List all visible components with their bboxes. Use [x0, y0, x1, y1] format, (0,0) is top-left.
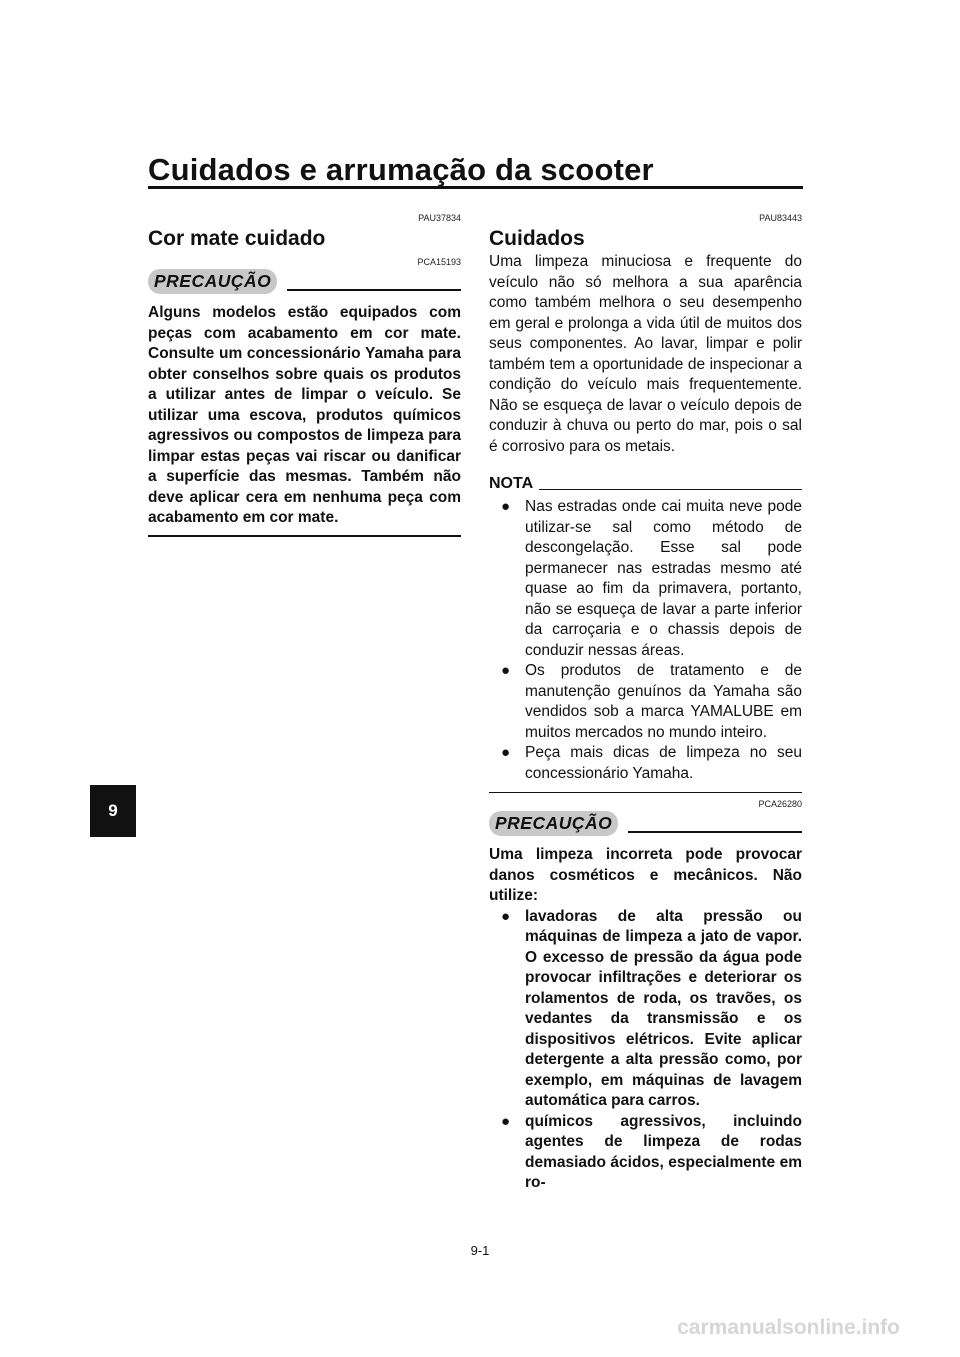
nota-header: NOTA	[489, 475, 802, 493]
section-code: PAU83443	[759, 213, 802, 223]
nota-end-rule	[489, 792, 802, 793]
section-code: PAU37834	[418, 213, 461, 223]
nota-label: NOTA	[489, 475, 534, 492]
bullet-icon: ●	[501, 1112, 511, 1130]
caution-end-rule	[148, 534, 461, 537]
watermark: carmanualsonline.info	[677, 1316, 900, 1339]
bullet-icon: ●	[501, 744, 511, 761]
nota-list: ●Nas estradas onde cai muita neve pode u…	[489, 497, 802, 784]
right-column: PAU83443 Cuidados Uma limpeza minuciosa …	[489, 213, 802, 1194]
list-item: ●Os produtos de tratamento e de manutenç…	[501, 662, 802, 741]
caution-label: PRECAUÇÃO	[489, 811, 619, 836]
caution-code: PCA26280	[758, 799, 802, 809]
page-number: 9-1	[470, 1243, 490, 1258]
caution-intro: Uma limpeza incorreta pode provocar dano…	[489, 846, 802, 904]
caution-code: PCA15193	[417, 257, 461, 267]
caution-header: PRECAUÇÃO	[148, 269, 461, 294]
caution-text: Alguns modelos estão equipados com peças…	[148, 304, 461, 526]
caution-list: ●lavadoras de alta pressão ou máquinas d…	[489, 907, 802, 1194]
nota-rule	[539, 489, 802, 490]
bullet-icon: ●	[501, 662, 511, 679]
left-column: PAU37834 Cor mate cuidado PCA15193 PRECA…	[148, 213, 461, 537]
intro-paragraph: Uma limpeza minuciosa e frequente do veí…	[489, 253, 802, 455]
list-item: ●Peça mais dicas de limpeza no seu conce…	[501, 744, 802, 782]
caution-rule	[287, 289, 461, 291]
list-item: ●Nas estradas onde cai muita neve pode u…	[501, 498, 802, 659]
section-heading: Cuidados	[489, 227, 585, 250]
bullet-icon: ●	[501, 498, 511, 515]
caution-rule	[628, 831, 802, 833]
caution-header: PRECAUÇÃO	[489, 811, 802, 836]
chapter-tab: 9	[90, 785, 136, 837]
list-item: ●lavadoras de alta pressão ou máquinas d…	[501, 907, 802, 1110]
page-title: Cuidados e arrumação da scooter	[148, 152, 654, 187]
title-rule	[148, 186, 803, 189]
section-heading: Cor mate cuidado	[148, 227, 326, 250]
bullet-icon: ●	[501, 907, 511, 925]
list-item: ●químicos agressivos, incluindo agentes …	[501, 1112, 802, 1192]
caution-label: PRECAUÇÃO	[148, 269, 278, 294]
